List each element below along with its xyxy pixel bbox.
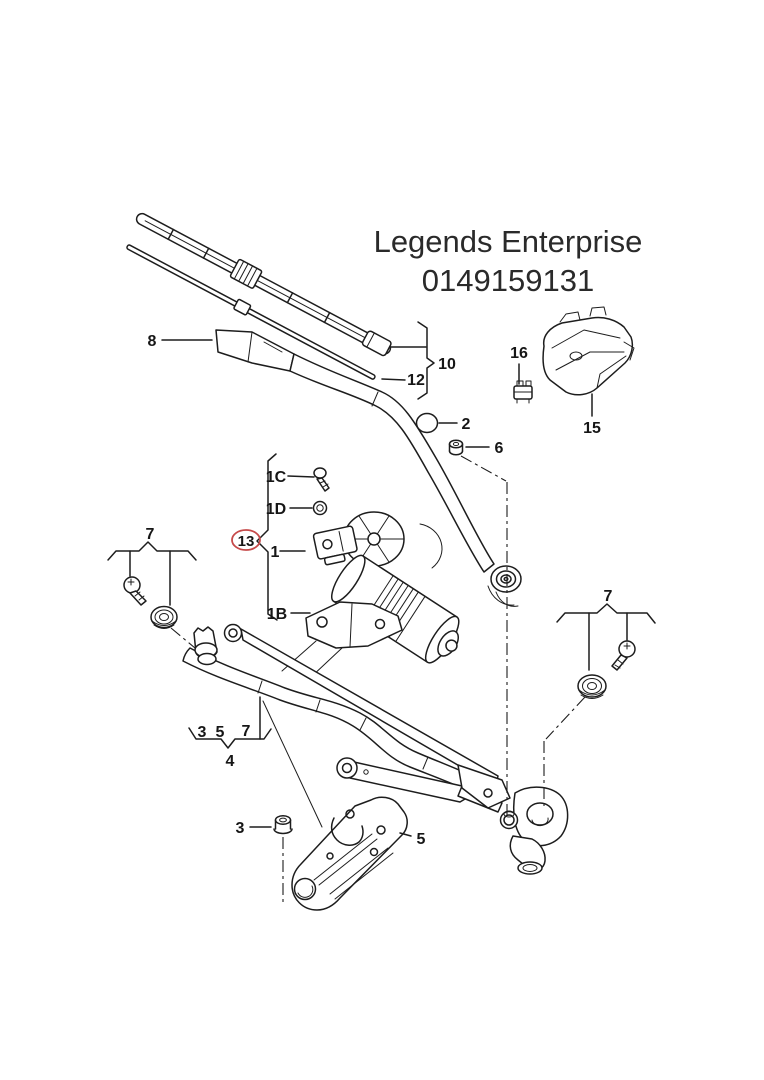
watermark-title: Legends Enterprise 0149159131 — [374, 224, 643, 298]
motor-group-brace — [256, 453, 330, 621]
part-label-4: 4 — [226, 753, 235, 770]
linkage-frame-drawing — [182, 628, 503, 813]
part-label-1: 1 — [271, 544, 280, 561]
part-label-13: 13 — [238, 533, 255, 550]
part-label-15: 15 — [583, 420, 601, 437]
assembly-centerlines — [170, 455, 586, 906]
pivot-cap-drawing — [415, 412, 458, 434]
part-label-12: 12 — [407, 372, 425, 389]
mount-group-right-drawing — [556, 603, 656, 699]
arm-nut-drawing — [448, 439, 490, 456]
part-label-7-right: 7 — [604, 588, 613, 605]
wiper-blade-assembly-drawing — [135, 212, 392, 357]
part-label-8: 8 — [148, 333, 157, 350]
connector-drawing — [513, 363, 533, 404]
group-label-3: 3 — [198, 724, 207, 741]
mount-bracket-drawing — [262, 700, 412, 911]
mount-group-left-drawing — [107, 541, 197, 629]
part-label-1c: 1C — [266, 469, 287, 486]
part-label-5: 5 — [417, 831, 426, 848]
part-label-1d: 1D — [266, 501, 286, 518]
linkage-right-pivot-drawing — [457, 764, 569, 875]
part-label-2: 2 — [462, 416, 471, 433]
part-labels: 8 10 12 16 15 2 6 1C 1D 1 1B 7 7 3 5 7 4… — [146, 333, 613, 848]
control-module-drawing — [542, 306, 635, 417]
bracket-nut-drawing — [249, 815, 293, 835]
wiper-arm-drawing — [215, 329, 522, 607]
motor-bracket-drawing — [281, 601, 403, 679]
title-line2: 0149159131 — [422, 263, 594, 298]
highlighted-part-13: 13 — [231, 529, 261, 551]
sub-assembly-brace — [188, 696, 272, 749]
part-label-7-left: 7 — [146, 526, 155, 543]
blade-leader-lines — [381, 321, 435, 400]
part-label-16: 16 — [510, 345, 528, 362]
wiper-blade-insert-drawing — [126, 244, 376, 380]
group-label-7: 7 — [242, 723, 251, 740]
linkage-left-pivot-drawing — [193, 623, 243, 666]
highlight-circle — [231, 529, 261, 551]
part-label-10: 10 — [438, 356, 456, 373]
part-label-1b: 1B — [267, 606, 287, 623]
group-label-5: 5 — [216, 724, 225, 741]
part-label-3: 3 — [236, 820, 245, 837]
part-label-6: 6 — [495, 440, 504, 457]
title-line1: Legends Enterprise — [374, 224, 643, 259]
